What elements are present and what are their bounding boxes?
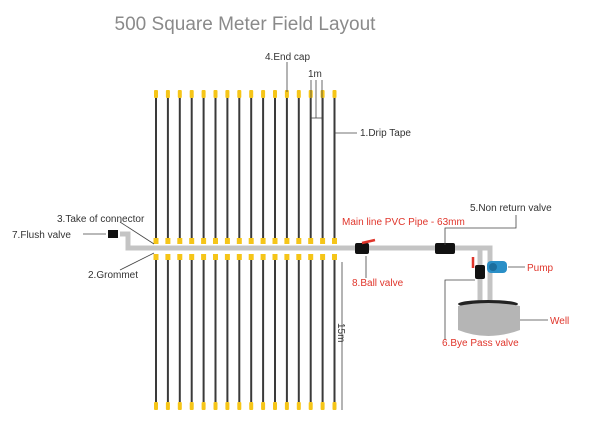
end-cap-icon <box>154 90 158 98</box>
grommet-icon <box>189 254 195 260</box>
grommet-icon <box>224 254 230 260</box>
take-off-connector-icon <box>165 238 171 244</box>
pump-icon <box>487 261 507 273</box>
ball-valve-icon <box>355 238 376 254</box>
leader-lines <box>83 62 548 410</box>
grommet-icon <box>320 254 326 260</box>
take-off-connector-icon <box>153 238 159 244</box>
take-off-connector-icon <box>332 238 337 244</box>
grommet-icon <box>201 254 207 260</box>
length-label: 15m <box>335 323 346 342</box>
grommet-icon <box>260 254 266 260</box>
end-cap-icon <box>225 402 230 410</box>
take-off-connector-icon <box>213 238 218 244</box>
take-off-connector-icon <box>248 238 254 244</box>
grommet-icon <box>272 254 278 260</box>
bypass-valve-label: 6.Bye Pass valve <box>442 338 519 349</box>
take-off-connector-icon <box>201 238 207 244</box>
take-off-connector-icon <box>177 238 183 244</box>
end-cap-icon <box>284 402 289 410</box>
main-line-label: Main line PVC Pipe - 63mm <box>342 217 465 228</box>
non-return-valve-icon <box>435 243 455 254</box>
grommet-label: 2.Grommet <box>88 270 138 281</box>
grommet-icon <box>177 254 183 260</box>
end-cap-icon <box>249 90 254 98</box>
end-cap-icon <box>320 402 325 410</box>
end-cap-icon <box>189 90 194 98</box>
well-label: Well <box>550 316 569 327</box>
diagram-title: 500 Square Meter Field Layout <box>115 14 377 35</box>
end-cap-icon <box>273 402 277 410</box>
main-pipe <box>120 231 493 305</box>
take-off-connector-icon <box>320 238 326 244</box>
end-cap-icon <box>237 90 242 98</box>
ball-valve-label: 8.Ball valve <box>352 278 404 289</box>
grommet-icon <box>213 254 218 260</box>
take-off-connector-icon <box>272 238 278 244</box>
end-cap-icon <box>296 402 301 410</box>
take-off-connector-icon <box>224 238 230 244</box>
end-cap-icon <box>320 90 325 98</box>
end-cap-icon <box>154 402 158 410</box>
grommet-icon <box>308 254 314 260</box>
end-cap-icon <box>332 402 337 410</box>
take-off-connector-icon <box>260 238 266 244</box>
spacing-label: 1m <box>308 69 322 80</box>
end-cap-icon <box>261 402 266 410</box>
end-cap-icon <box>189 402 194 410</box>
grommet-icon <box>296 254 302 260</box>
non-return-valve-label: 5.Non return valve <box>470 203 552 214</box>
end-cap-icon <box>261 90 266 98</box>
end-cap-icon <box>332 90 337 98</box>
take-off-connector-icon <box>296 238 302 244</box>
end-cap-icon <box>201 90 206 98</box>
drip-tape-label: 1.Drip Tape <box>360 128 411 139</box>
end-cap-icon <box>165 402 170 410</box>
end-cap-icon <box>308 402 313 410</box>
grommet-icon <box>153 254 159 260</box>
well-icon <box>458 300 520 336</box>
end-cap-label: 4.End cap <box>265 52 310 63</box>
grommet-icon <box>248 254 254 260</box>
grommet-icon <box>236 254 242 260</box>
end-cap-icon <box>213 90 218 98</box>
take-off-connector-icon <box>189 238 195 244</box>
end-cap-icon <box>177 90 182 98</box>
drip-tape-lines <box>153 90 337 410</box>
end-cap-icon <box>201 402 206 410</box>
grommet-icon <box>332 254 337 260</box>
end-cap-icon <box>273 90 277 98</box>
end-cap-icon <box>225 90 230 98</box>
grommet-icon <box>284 254 290 260</box>
end-cap-icon <box>213 402 218 410</box>
take-off-connector-icon <box>236 238 242 244</box>
take-off-connector-icon <box>308 238 314 244</box>
bypass-valve-icon <box>471 257 485 279</box>
end-cap-icon <box>237 402 242 410</box>
pump-label: Pump <box>527 263 554 274</box>
grommet-icon <box>165 254 171 260</box>
end-cap-icon <box>249 402 254 410</box>
end-cap-icon <box>177 402 182 410</box>
flush-valve-label: 7.Flush valve <box>12 230 71 241</box>
end-cap-icon <box>284 90 289 98</box>
take-off-connector-icon <box>284 238 290 244</box>
end-cap-icon <box>296 90 301 98</box>
end-cap-icon <box>165 90 170 98</box>
flush-valve-icon <box>108 230 118 238</box>
take-off-connector-label: 3.Take of connector <box>57 214 145 225</box>
